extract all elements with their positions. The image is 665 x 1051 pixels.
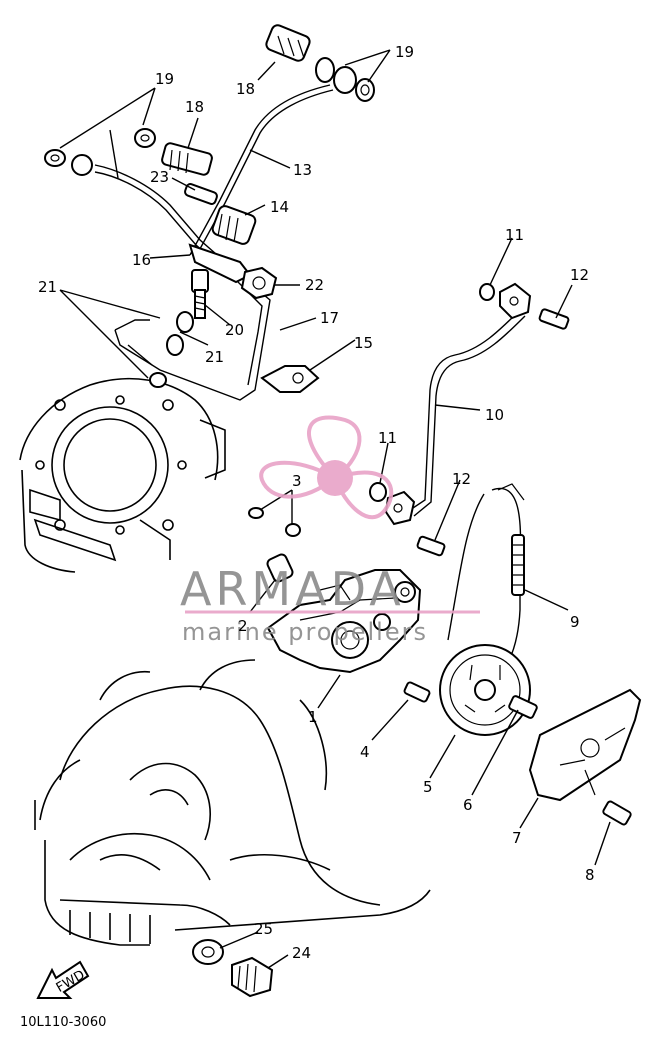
label-19-top: 19 xyxy=(395,43,414,61)
washer-21-a xyxy=(176,311,194,333)
hose-clip-14 xyxy=(211,205,257,245)
engine-crankcase-outline xyxy=(34,659,431,946)
label-15: 15 xyxy=(354,334,373,352)
label-4: 4 xyxy=(360,743,370,761)
dowel-pin-2 xyxy=(266,553,294,583)
label-22: 22 xyxy=(305,276,324,294)
label-10: 10 xyxy=(485,406,504,424)
washer-21-c xyxy=(149,372,167,388)
label-13: 13 xyxy=(293,161,312,179)
banjo-fitting-left xyxy=(71,154,93,176)
bolt-6 xyxy=(508,695,538,719)
drawing-code: 10L110-3060 xyxy=(20,1015,106,1030)
bolt-20 xyxy=(191,269,209,319)
label-16: 16 xyxy=(132,251,151,269)
label-14: 14 xyxy=(270,198,289,216)
washer-19-left-a xyxy=(44,149,66,167)
oil-pipe-10 xyxy=(409,309,526,517)
oil-pump-1 xyxy=(266,569,422,674)
label-12-lower: 12 xyxy=(452,470,471,488)
o-ring-3-b xyxy=(285,523,301,537)
label-25: 25 xyxy=(254,920,273,938)
label-5: 5 xyxy=(423,778,433,796)
pipe-fitting-upper xyxy=(499,282,532,320)
part-labels: 18 19 19 18 13 23 14 16 22 21 17 20 21 1… xyxy=(38,43,595,962)
washer-19-a xyxy=(315,57,335,83)
leader-lines xyxy=(59,49,611,969)
label-11-lower: 11 xyxy=(378,429,397,447)
watermark-tagline: marine propellers xyxy=(182,618,428,646)
pipe-fitting-lower xyxy=(384,490,416,526)
label-7: 7 xyxy=(512,829,522,847)
label-12-upper: 12 xyxy=(570,266,589,284)
washer-19-c xyxy=(355,78,375,102)
label-24: 24 xyxy=(292,944,311,962)
label-18-top: 18 xyxy=(236,80,255,98)
bracket-15 xyxy=(260,365,320,393)
bolt-8 xyxy=(602,800,632,826)
label-17: 17 xyxy=(320,309,339,327)
drain-bolt-24 xyxy=(231,956,274,998)
label-21: 21 xyxy=(205,348,224,366)
washer-25 xyxy=(192,939,224,965)
label-2: 2 xyxy=(238,617,248,635)
oil-delivery-pipes xyxy=(94,84,334,401)
washer-21-b xyxy=(166,334,184,356)
label-19-left: 19 xyxy=(155,70,174,88)
label-3: 3 xyxy=(292,472,302,490)
label-20: 20 xyxy=(225,321,244,339)
cylinder-head-outline xyxy=(19,377,226,573)
label-6: 6 xyxy=(463,796,473,814)
label-11-upper: 11 xyxy=(505,226,524,244)
label-8: 8 xyxy=(585,866,595,884)
o-ring-3-a xyxy=(248,507,264,519)
o-ring-11-lower xyxy=(369,482,387,502)
union-bolt-18-top xyxy=(265,24,311,62)
label-23: 23 xyxy=(150,168,169,186)
sprocket-5 xyxy=(439,644,531,736)
watermark-brand: ARMADA xyxy=(180,562,405,616)
label-18-left: 18 xyxy=(185,98,204,116)
bolt-12-lower xyxy=(416,535,446,557)
bolt-12-upper xyxy=(538,308,570,330)
washer-19-left-b xyxy=(134,128,156,148)
bolt-4 xyxy=(403,681,431,703)
union-bolt-18-left xyxy=(161,142,213,176)
nut-22 xyxy=(240,266,278,300)
washer-19-b xyxy=(333,66,357,94)
label-1: 1 xyxy=(308,708,318,726)
forward-arrow: FWD xyxy=(36,960,90,999)
watermark-logo: ARMADA marine propellers xyxy=(180,415,480,646)
o-ring-11-upper xyxy=(479,283,495,301)
label-21-left: 21 xyxy=(38,278,57,296)
label-9: 9 xyxy=(570,613,580,631)
cover-plate-7 xyxy=(528,688,642,802)
